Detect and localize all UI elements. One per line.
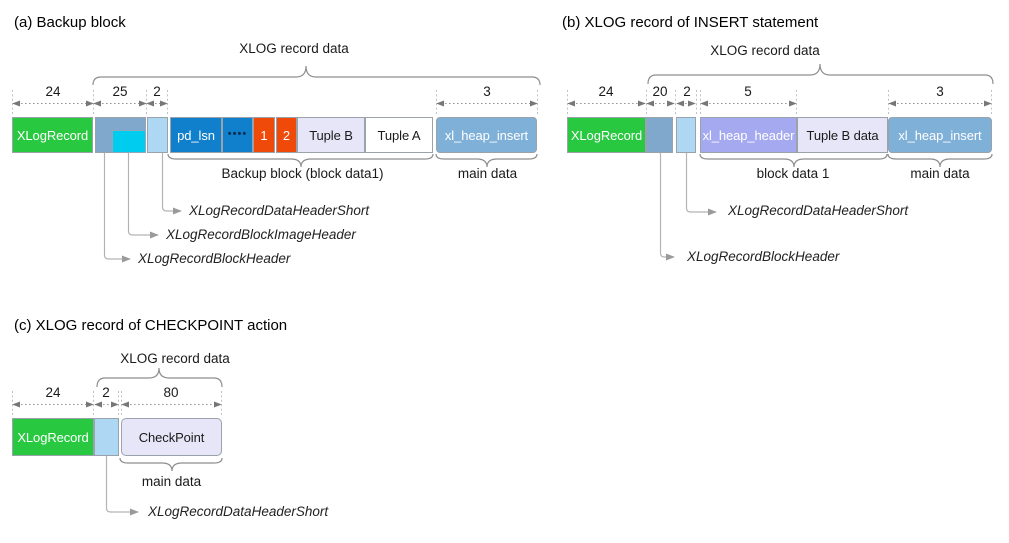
xlog-record-data-label-b: XLOG record data	[710, 43, 820, 58]
box-xlogrecord-a: XLogRecord	[12, 117, 93, 153]
connector-blockhdr-b	[659, 153, 675, 261]
dim-25-a: 25	[112, 84, 128, 99]
box-data-header-short-c	[94, 418, 119, 456]
ellipsis-dots: ••••	[227, 128, 248, 140]
box-block-header-b	[646, 117, 673, 153]
annotation-datahdrshort-c: XLogRecordDataHeaderShort	[148, 504, 329, 519]
brace-xlog-record-data-b	[647, 63, 994, 85]
block-data-label-b: block data 1	[756, 166, 830, 181]
diagram-c-title: (c) XLOG record of CHECKPOINT action	[14, 317, 288, 334]
box-pd-lsn-a: pd_lsn	[170, 117, 222, 153]
dim-2-b: 2	[683, 84, 691, 99]
dim-3-a: 3	[483, 84, 491, 99]
backup-block-label-a: Backup block (block data1)	[221, 166, 384, 181]
annotation-datahdrshort-a: XLogRecordDataHeaderShort	[189, 203, 370, 218]
brace-main-data-c	[119, 457, 223, 472]
main-data-label-a: main data	[457, 166, 518, 181]
annotation-blockhdr-b: XLogRecordBlockHeader	[687, 249, 840, 264]
diagram-b-title: (b) XLOG record of INSERT statement	[562, 14, 819, 31]
connector-datahdrshort-b	[685, 153, 717, 216]
dim-24-c: 24	[45, 385, 61, 400]
dim-24-b: 24	[598, 84, 614, 99]
dim-3-b: 3	[936, 84, 944, 99]
box-xlogrecord-c: XLogRecord	[12, 418, 94, 456]
annotation-blockimagehdr-a: XLogRecordBlockImageHeader	[166, 227, 356, 242]
box-ellipsis-a: ••••	[222, 117, 253, 153]
box-data-header-short-b	[676, 117, 696, 153]
dim-5-b: 5	[744, 84, 752, 99]
box-xl-heap-insert-b: xl_heap_insert	[888, 117, 992, 153]
box-xl-heap-header-b: xl_heap_header	[700, 117, 797, 153]
annotation-datahdrshort-b: XLogRecordDataHeaderShort	[728, 203, 909, 218]
dim-ticks-a	[12, 90, 538, 116]
box-xl-heap-insert-a: xl_heap_insert	[436, 117, 537, 153]
dim-24-a: 24	[45, 84, 61, 99]
box-tuple-b-a: Tuple B	[297, 117, 365, 153]
dim-20-b: 20	[652, 84, 668, 99]
box-tuple-b-data-b: Tuple B data	[797, 117, 888, 153]
connector-datahdrshort-a	[161, 153, 182, 215]
box-tuple-a-a: Tuple A	[365, 117, 433, 153]
xlog-record-data-label-c: XLOG record data	[120, 351, 230, 366]
dim-2-c: 2	[102, 385, 110, 400]
box-block-image-header-a	[112, 130, 146, 153]
box-checkpoint-c: CheckPoint	[121, 418, 222, 456]
dim-2-a: 2	[153, 84, 161, 99]
main-data-label-b: main data	[910, 166, 970, 181]
connector-blockimagehdr-a	[127, 153, 159, 239]
dim-80-c: 80	[163, 385, 179, 400]
diagram-a-title: (a) Backup block	[14, 14, 126, 31]
box-2-a: 2	[276, 117, 297, 153]
connector-blockhdr-a	[103, 153, 131, 263]
box-xlogrecord-b: XLogRecord	[567, 117, 646, 153]
main-data-label-c: main data	[141, 474, 202, 489]
box-1-a: 1	[253, 117, 275, 153]
brace-xlog-record-data-a	[92, 65, 541, 86]
box-data-header-short-a	[147, 117, 168, 153]
annotation-blockhdr-a: XLogRecordBlockHeader	[138, 251, 291, 266]
xlog-record-data-label-a: XLOG record data	[239, 41, 349, 56]
